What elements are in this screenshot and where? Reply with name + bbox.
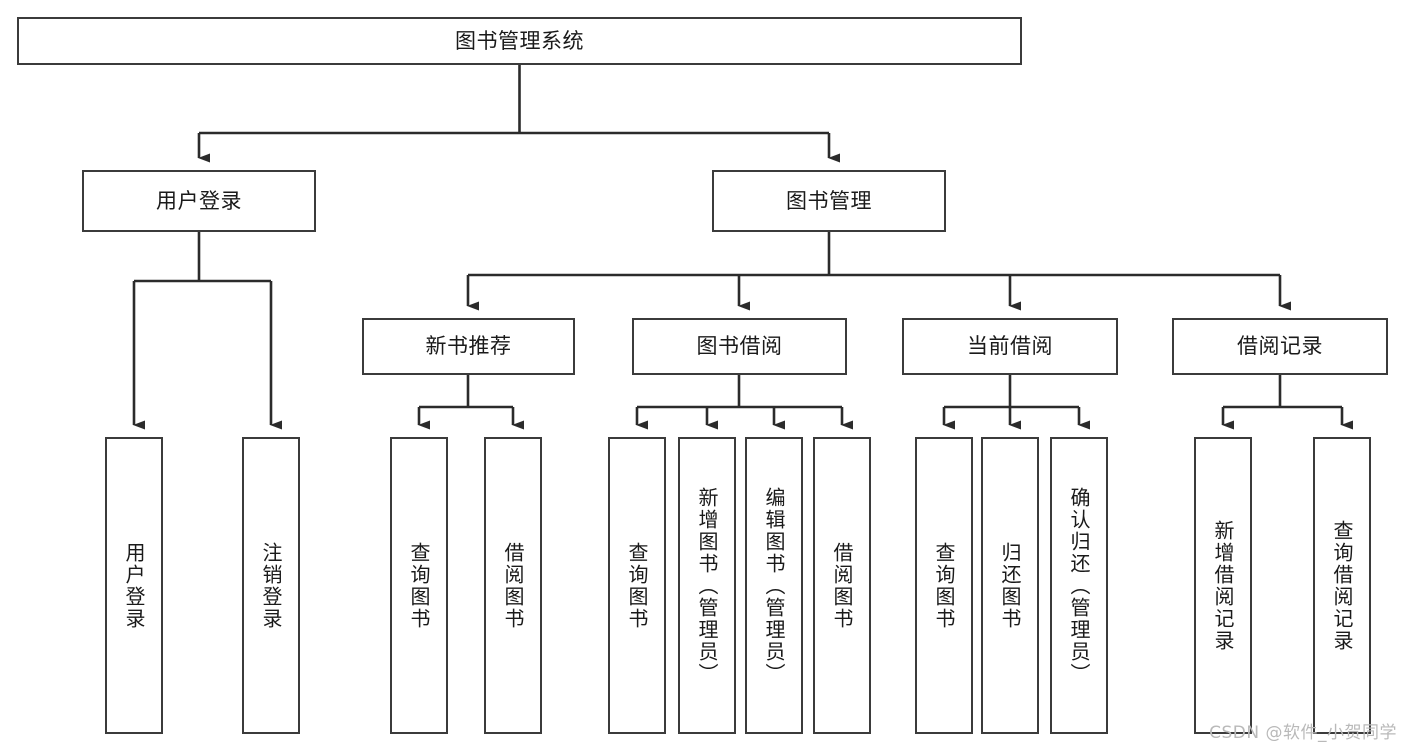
node-user-login[interactable]: 用户登录 [82,170,316,232]
node-label: 图书管理系统 [455,28,584,53]
node-label: 当前借阅 [967,334,1053,359]
node-label: 新书推荐 [425,334,512,359]
leaf-label: 查询图书 [407,541,431,630]
leaf-label: 查询图书 [932,541,956,630]
leaf-label: 查询图书 [625,541,649,630]
leaf-user-login[interactable]: 用户登录 [105,437,163,734]
connectors-bookmgmt-to-level3 [466,232,1291,311]
node-label: 图书管理 [786,188,872,213]
leaf-logout-login[interactable]: 注销登录 [242,437,300,734]
leaf-confirm-return-admin[interactable]: 确认归还（管理员） [1050,437,1108,734]
leaf-borrow-book-recommend[interactable]: 借阅图书 [484,437,542,734]
leaf-label: 确认归还（管理员） [1067,486,1091,685]
connectors-newbook-to-leaves [417,375,524,430]
leaf-query-book-borrow[interactable]: 查询图书 [608,437,666,734]
leaf-return-book[interactable]: 归还图书 [981,437,1039,734]
connectors-userlogin-to-leaves [132,232,282,430]
leaf-label: 借阅图书 [501,541,525,630]
node-new-book-recommend[interactable]: 新书推荐 [362,318,575,375]
node-book-management[interactable]: 图书管理 [712,170,946,232]
leaf-label: 编辑图书（管理员） [762,486,786,685]
connectors-borrowrecord-to-leaves [1221,375,1353,430]
connectors-bookborrow-to-leaves [635,375,853,430]
node-root-book-management-system[interactable]: 图书管理系统 [17,17,1022,65]
connectors-currentborrow-to-leaves [942,375,1090,430]
node-label: 图书借阅 [696,334,783,359]
leaf-label: 用户登录 [122,541,146,630]
node-label: 用户登录 [156,188,242,213]
node-current-borrow[interactable]: 当前借阅 [902,318,1118,375]
node-label: 借阅记录 [1237,334,1323,359]
leaf-borrow-book[interactable]: 借阅图书 [813,437,871,734]
leaf-edit-book-admin[interactable]: 编辑图书（管理员） [745,437,803,734]
node-book-borrow[interactable]: 图书借阅 [632,318,847,375]
leaf-label: 借阅图书 [830,541,854,630]
leaf-label: 归还图书 [998,541,1022,630]
connectors-root-to-level2 [197,65,840,163]
leaf-query-book-recommend[interactable]: 查询图书 [390,437,448,734]
leaf-add-book-admin[interactable]: 新增图书（管理员） [678,437,736,734]
leaf-add-borrow-record[interactable]: 新增借阅记录 [1194,437,1252,734]
leaf-label: 新增图书（管理员） [695,486,719,685]
leaf-label: 查询借阅记录 [1330,519,1354,652]
leaf-query-borrow-record[interactable]: 查询借阅记录 [1313,437,1371,734]
leaf-label: 注销登录 [259,541,283,630]
leaf-query-book-current[interactable]: 查询图书 [915,437,973,734]
node-borrow-record[interactable]: 借阅记录 [1172,318,1388,375]
leaf-label: 新增借阅记录 [1211,519,1235,652]
